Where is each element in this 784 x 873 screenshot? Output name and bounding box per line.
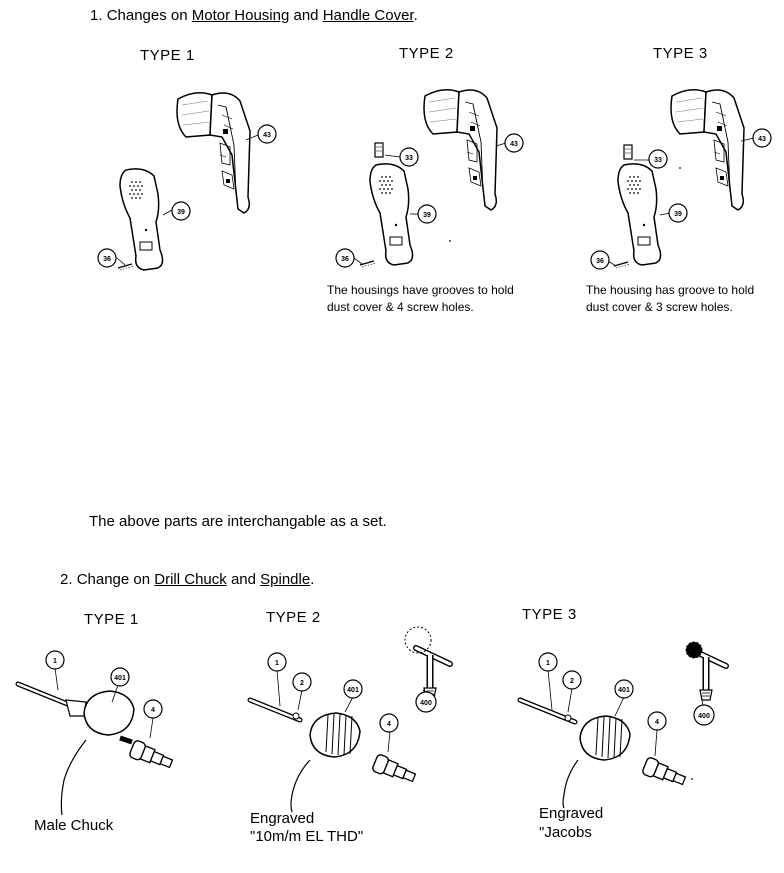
- section1-connector: and: [293, 7, 319, 24]
- callout-43-t3-num: 43: [758, 136, 766, 143]
- callout-401-t2-num: 401: [347, 687, 359, 694]
- callout-4-t3-num: 4: [655, 719, 659, 726]
- callout-39-t3-num: 39: [674, 211, 682, 218]
- type1-handle-cover: [119, 168, 164, 271]
- callout-401-t2: [343, 679, 363, 699]
- section2-connector: and: [230, 571, 256, 588]
- callout-36-t1: [97, 248, 117, 268]
- callout-36-t1-num: 36: [103, 256, 111, 263]
- s1-type1-title: TYPE 1: [140, 47, 195, 64]
- type2-handle-cover: [369, 163, 414, 266]
- callout-43-t1: [257, 124, 277, 144]
- callout-401-t3: [614, 679, 634, 699]
- type3-note: The housing has groove to hold dust cove…: [586, 283, 755, 314]
- callout-1-t1: [45, 650, 65, 670]
- type3-handle-cover: [617, 163, 662, 266]
- s2-type3-title: TYPE 3: [522, 606, 577, 623]
- callout-2-t3: [562, 670, 582, 690]
- callout-1-t1-num: 1: [53, 658, 57, 665]
- callout-33-t2: [399, 147, 419, 167]
- callout-4-t2-num: 4: [387, 721, 391, 728]
- s2-type1-title: TYPE 1: [84, 611, 139, 628]
- section1-suffix: .: [413, 7, 418, 24]
- callout-39-t3: [668, 203, 688, 223]
- interchange-note: The above parts are interchangable as a …: [89, 513, 387, 530]
- callout-4-t2: [379, 713, 399, 733]
- callout-43-t2: [504, 133, 524, 153]
- type3-dust-cover: [623, 144, 633, 160]
- callout-36-t2-num: 36: [341, 256, 349, 263]
- type2-engraved-label: Engraved: [250, 810, 315, 827]
- callout-39-t2: [417, 204, 437, 224]
- s2-type1-assembly: [15, 681, 176, 816]
- callout-39-t1-num: 39: [177, 209, 185, 216]
- section2-number: 2.: [60, 571, 73, 588]
- callout-400-t2: [415, 691, 437, 713]
- callout-33-t3-num: 33: [654, 157, 662, 164]
- callout-4-t1: [143, 699, 163, 719]
- section1-number: 1.: [90, 7, 103, 24]
- callout-1-t2: [267, 652, 287, 672]
- male-chuck-label: Male Chuck: [34, 817, 114, 834]
- callout-1-t3-num: 1: [546, 660, 550, 667]
- callout-33-t3: [648, 149, 668, 169]
- motor-housing-label: Motor Housing: [191, 7, 290, 24]
- callout-36-t3: [590, 250, 610, 270]
- callout-400-t3-num: 400: [698, 713, 710, 720]
- callout-4-t3: [647, 711, 667, 731]
- type3-motor-housing: [670, 89, 745, 211]
- callout-401-t1: [110, 667, 130, 687]
- callout-36-t2: [335, 248, 355, 268]
- spindle-label: Spindle: [260, 571, 311, 588]
- callout-43-t2-num: 43: [510, 141, 518, 148]
- type3-engraved-label: Engraved: [539, 805, 604, 822]
- type3-engraving-text: "Jacobs: [539, 824, 592, 841]
- section1-prefix: Changes on: [106, 7, 188, 24]
- section2-prefix: Change on: [76, 571, 151, 588]
- callout-2-t2: [292, 672, 312, 692]
- callout-400-t3: [693, 704, 715, 726]
- type1-motor-housing: [176, 92, 251, 214]
- type2-engraving-text: "10m/m EL THD": [250, 828, 364, 845]
- callout-2-t2-num: 2: [300, 680, 304, 687]
- s1-type2-title: TYPE 2: [399, 45, 454, 62]
- s2-type2-title: TYPE 2: [266, 609, 321, 626]
- type2-dust-cover: [374, 142, 384, 158]
- s1-type3-title: TYPE 3: [653, 45, 708, 62]
- callout-401-t1-num: 401: [114, 675, 126, 682]
- section2-suffix: .: [310, 571, 315, 588]
- callout-1-t3: [538, 652, 558, 672]
- callout-43-t3: [752, 128, 772, 148]
- callout-33-t2-num: 33: [405, 155, 413, 162]
- type2-note: The housings have grooves to hold dust c…: [327, 283, 514, 314]
- s2-type2-assembly: [247, 626, 450, 813]
- type2-motor-housing: [423, 89, 498, 211]
- type2-screw: [359, 260, 377, 268]
- section1-heading: 1. Changes on Motor Housing and Handle C…: [90, 7, 418, 24]
- type1-screw: [117, 263, 135, 271]
- drill-chuck-label: Drill Chuck: [154, 571, 227, 588]
- callout-36-t3-num: 36: [596, 258, 604, 265]
- callout-400-t2-num: 400: [420, 700, 432, 707]
- callout-4-t1-num: 4: [151, 707, 155, 714]
- callout-39-t2-num: 39: [423, 212, 431, 219]
- s2-type3-assembly: [517, 641, 726, 809]
- callout-1-t2-num: 1: [275, 660, 279, 667]
- callout-401-t3-num: 401: [618, 687, 630, 694]
- type3-screw: [613, 261, 631, 269]
- callout-39-t1: [171, 201, 191, 221]
- section2-heading: 2. Change on Drill Chuck and Spindle.: [60, 571, 314, 588]
- callout-2-t3-num: 2: [570, 678, 574, 685]
- callout-43-t1-num: 43: [263, 132, 271, 139]
- handle-cover-label: Handle Cover: [322, 7, 414, 24]
